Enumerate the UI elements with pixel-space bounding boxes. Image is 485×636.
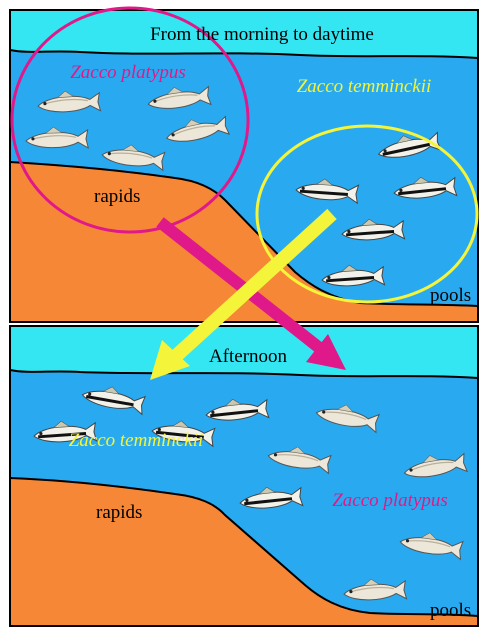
bottom-species-temminckii: Zacco temminckii — [69, 430, 204, 451]
top-panel — [10, 10, 478, 322]
bottom-panel — [10, 326, 478, 626]
top-rapids-label: rapids — [94, 186, 140, 207]
bottom-title: Afternoon — [209, 346, 288, 367]
top-species-platypus: Zacco platypus — [70, 62, 186, 83]
bottom-pools-label: pools — [430, 600, 471, 621]
top-species-temminckii: Zacco temminckii — [297, 76, 432, 97]
bottom-species-platypus: Zacco platypus — [332, 490, 448, 511]
top-pools-label: pools — [430, 285, 471, 306]
top-title: From the morning to daytime — [150, 24, 374, 45]
bottom-rapids-label: rapids — [96, 502, 142, 523]
